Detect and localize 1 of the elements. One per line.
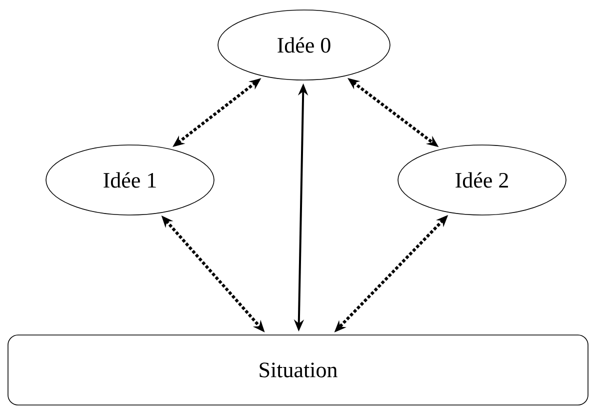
situation-box: Situation (8, 334, 588, 406)
